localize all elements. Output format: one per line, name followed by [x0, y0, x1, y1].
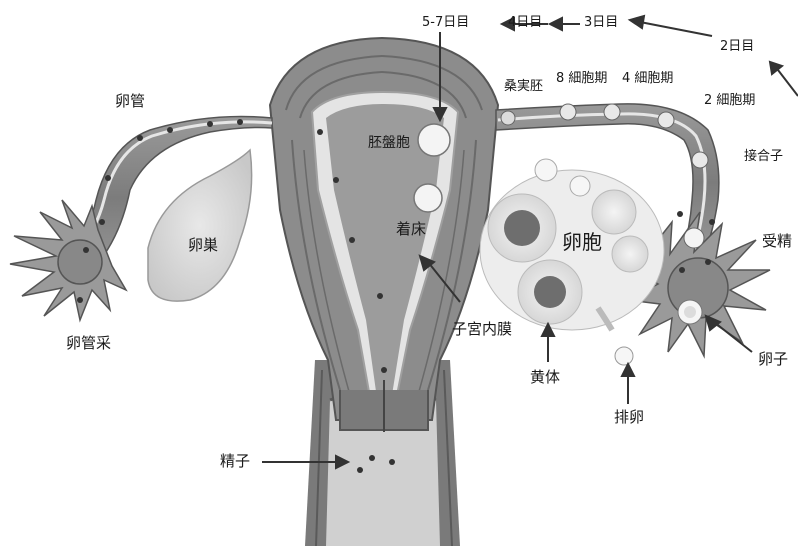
- label-4-cell: 4 細胞期: [622, 72, 673, 85]
- label-2-cell: 2 細胞期: [704, 94, 755, 107]
- label-blastocyst: 胚盤胞: [368, 136, 410, 150]
- label-day-5-7: 5-7日目: [422, 16, 469, 29]
- label-fertilization: 受精: [762, 234, 792, 249]
- label-day-2: 2日目: [720, 40, 754, 53]
- label-sperm: 精子: [220, 454, 250, 469]
- label-ovum: 卵子: [758, 352, 788, 367]
- label-day-3: 3日目: [584, 16, 618, 29]
- label-ovulation: 排卵: [614, 410, 644, 425]
- label-corpus-luteum: 黄体: [530, 370, 560, 385]
- label-8-cell: 8 細胞期: [556, 72, 607, 85]
- label-ovary: 卵巣: [188, 238, 218, 253]
- label-morula: 桑実胚: [504, 80, 543, 93]
- label-day-4: 4日目: [508, 16, 542, 29]
- label-implantation: 着床: [396, 222, 426, 237]
- left-ovary: [148, 150, 252, 301]
- label-zygote: 接合子: [744, 150, 783, 163]
- label-fimbria: 卵管采: [66, 336, 111, 351]
- label-oviduct: 卵管: [115, 94, 145, 109]
- label-follicle: 卵胞: [562, 232, 602, 252]
- label-endometrium: 子宮内膜: [452, 322, 512, 337]
